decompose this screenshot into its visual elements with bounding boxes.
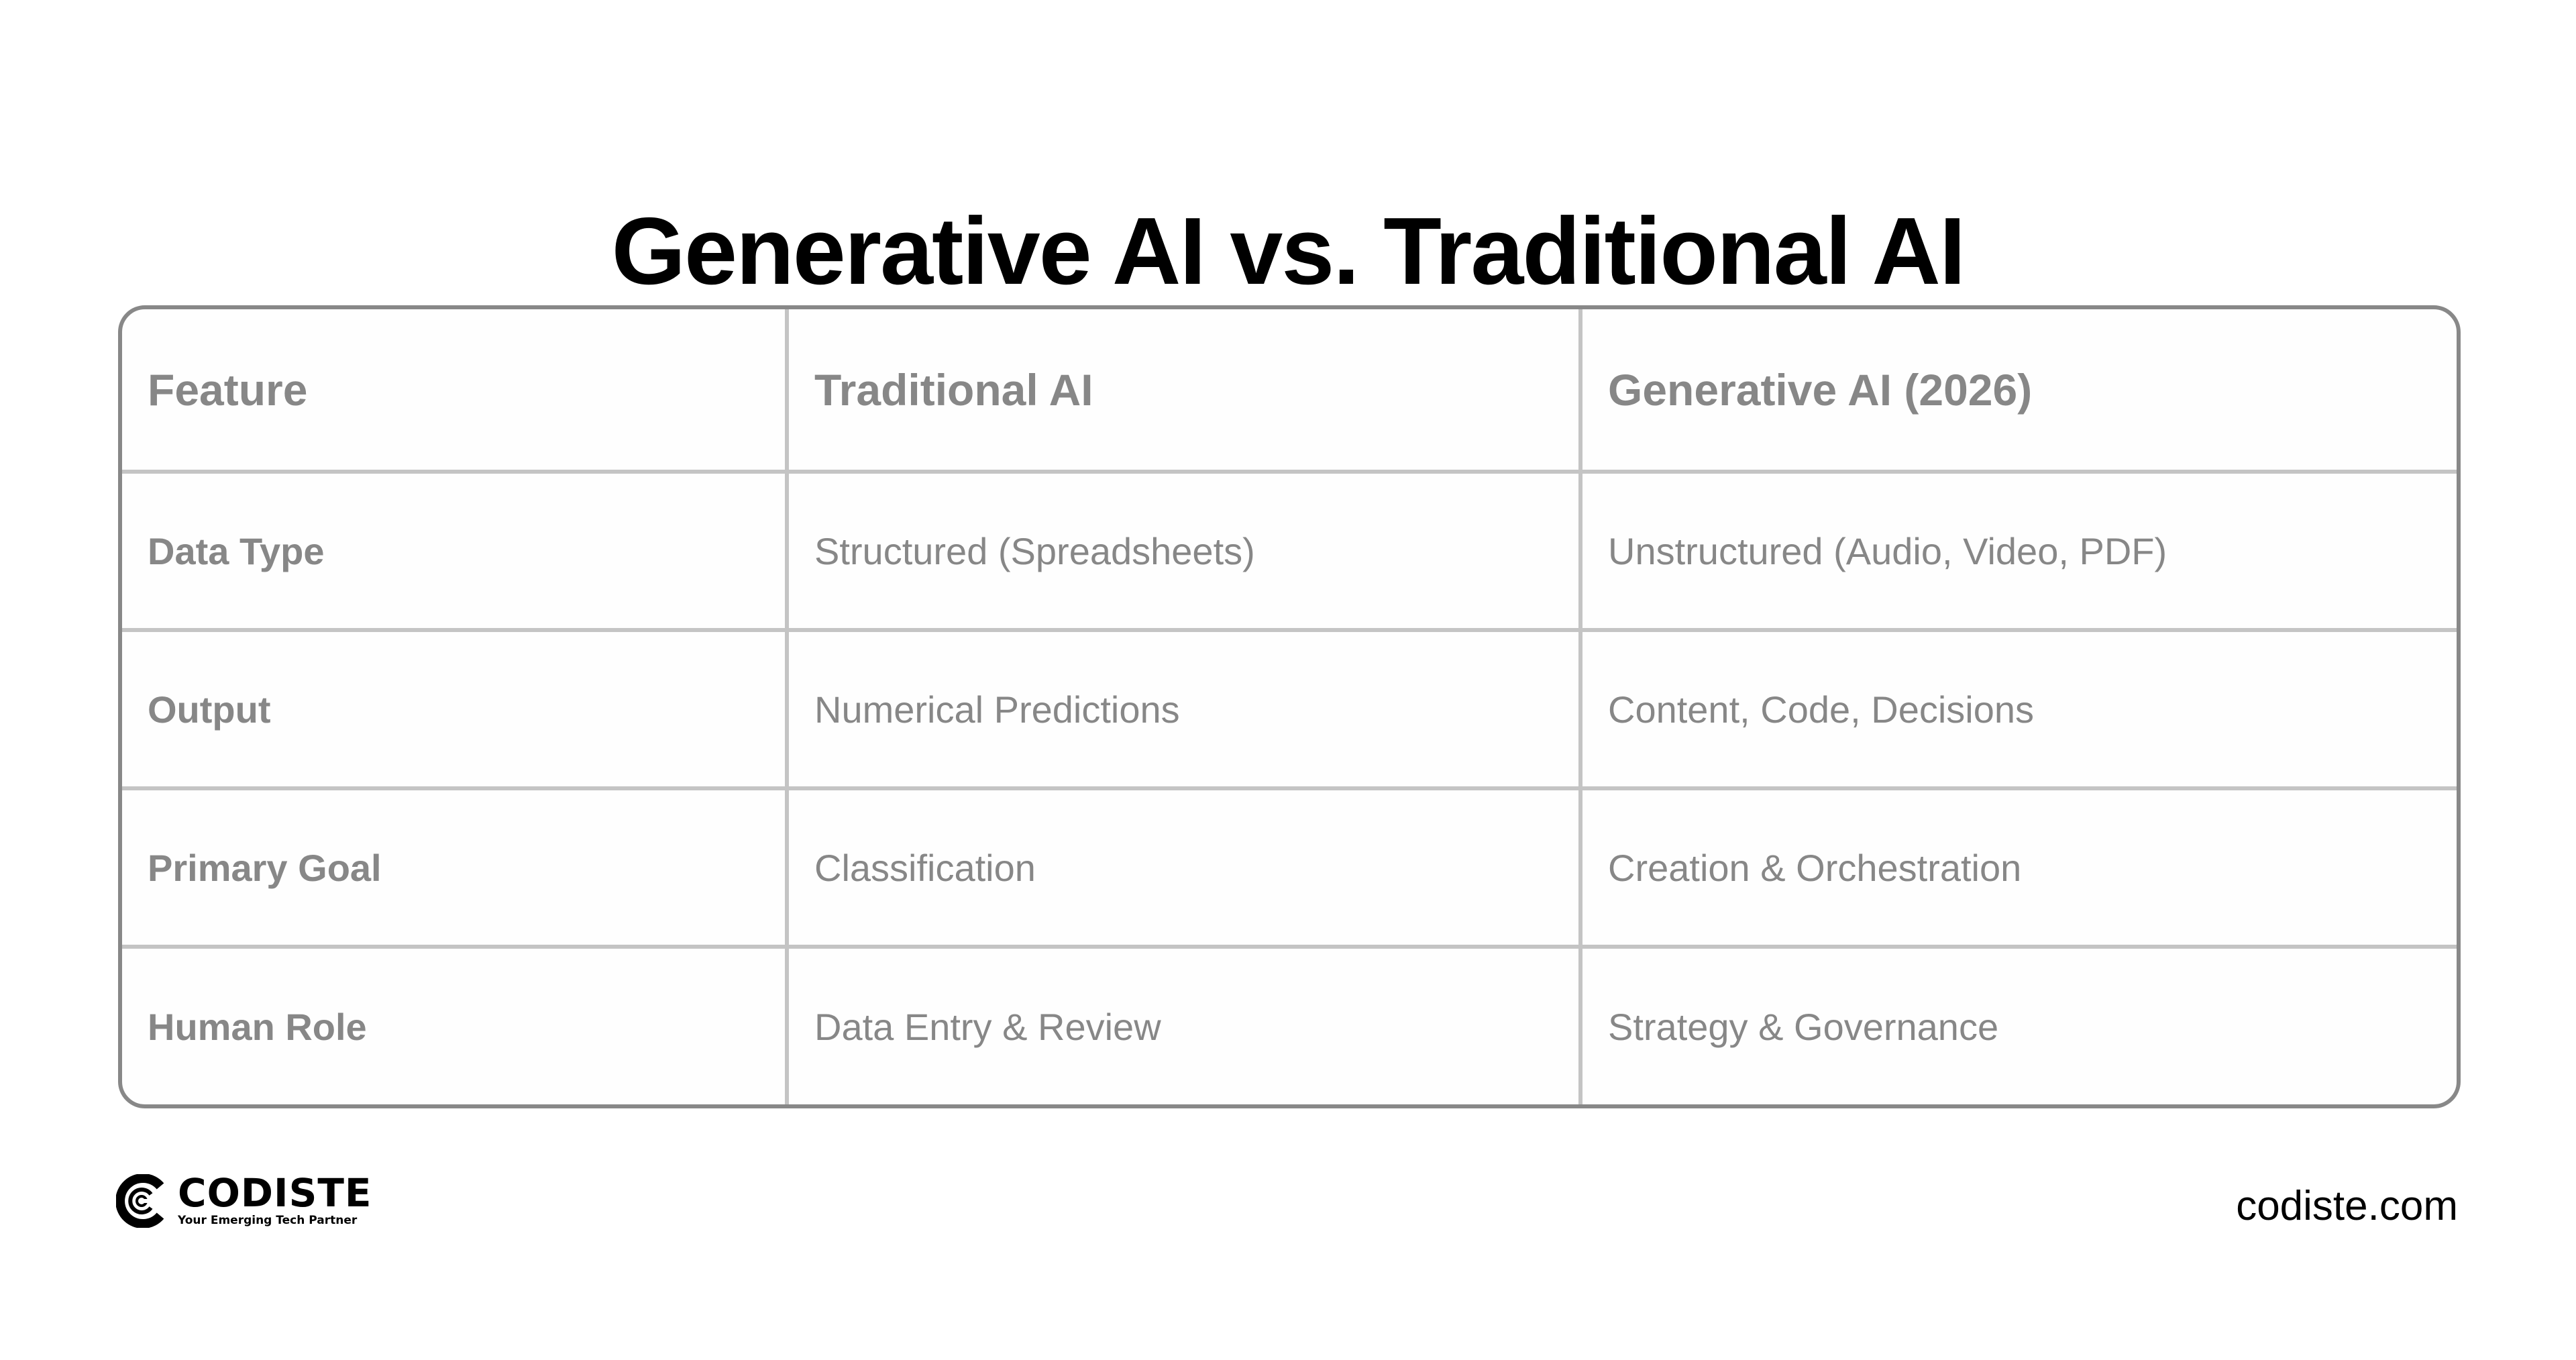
- row-feature-label: Output: [122, 632, 789, 790]
- brand-logo: CODISTE Your Emerging Tech Partner: [116, 1170, 372, 1228]
- row-generative-value: Creation & Orchestration: [1582, 790, 2457, 949]
- row-traditional-value: Classification: [789, 790, 1582, 949]
- brand-name: CODISTE: [178, 1170, 372, 1216]
- row-feature-label: Data Type: [122, 474, 789, 632]
- row-traditional-value: Numerical Predictions: [789, 632, 1582, 790]
- row-feature-label: Human Role: [122, 949, 789, 1104]
- comparison-table: Feature Traditional AI Generative AI (20…: [118, 305, 2461, 1108]
- row-generative-value: Strategy & Governance: [1608, 1005, 1999, 1048]
- codiste-c-logo-icon: [116, 1174, 164, 1228]
- header-feature: Feature: [122, 309, 789, 474]
- header-traditional-ai: Traditional AI: [789, 309, 1582, 474]
- row-generative-value: Unstructured (Audio, Video, PDF): [1582, 474, 2457, 632]
- row-traditional-value: Data Entry & Review: [789, 949, 1582, 1104]
- row-generative-value: Content, Code, Decisions: [1582, 632, 2457, 790]
- row-traditional-value: Structured (Spreadsheets): [789, 474, 1582, 632]
- header-generative-ai: Generative AI (2026): [1582, 309, 2457, 474]
- site-url: codiste.com: [2236, 1183, 2458, 1229]
- row-feature-label: Primary Goal: [122, 790, 789, 949]
- brand-tagline: Your Emerging Tech Partner: [178, 1214, 358, 1227]
- page-title: Generative AI vs. Traditional AI: [611, 198, 1966, 305]
